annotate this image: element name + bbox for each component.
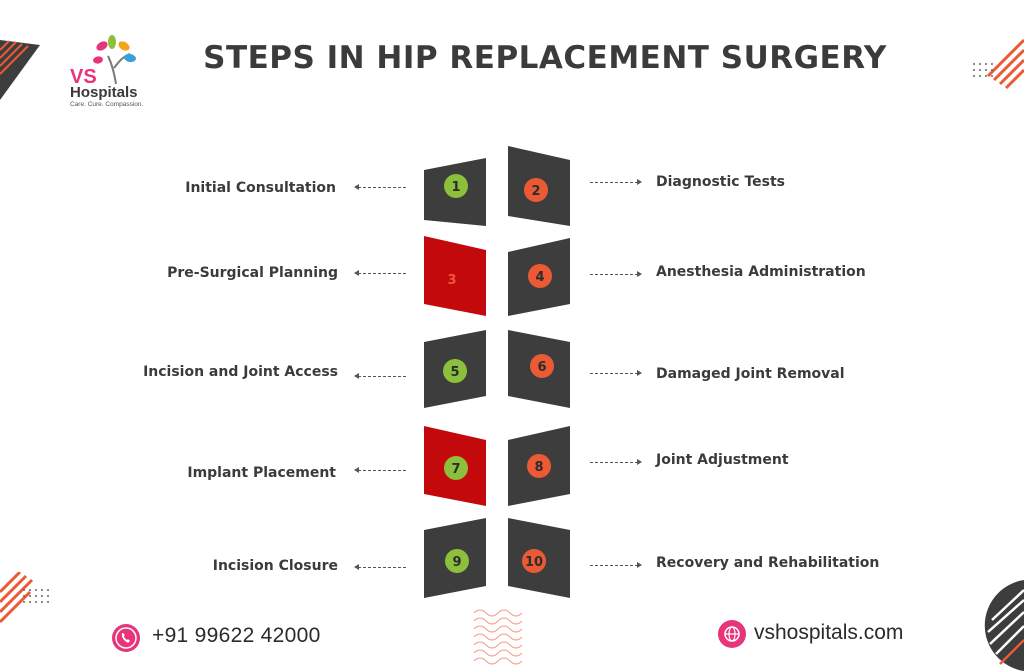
- step-marker-9: 9: [445, 549, 469, 573]
- step-label-3: Pre-Surgical Planning: [167, 265, 338, 281]
- step-marker-7: 7: [444, 456, 468, 480]
- step-label-6: Damaged Joint Removal: [656, 366, 845, 382]
- connector-10: [590, 562, 642, 568]
- step-marker-4: 4: [528, 264, 552, 288]
- phone-icon: [112, 624, 140, 652]
- step-label-5: Incision and Joint Access: [143, 364, 338, 380]
- globe-icon: [718, 620, 746, 648]
- step-number-9: 9: [452, 555, 461, 570]
- connector-1: [354, 184, 406, 190]
- step-label-10: Recovery and Rehabilitation: [656, 555, 880, 571]
- connector-4: [590, 271, 642, 277]
- logo-tagline: Care. Cure. Compassion.: [70, 101, 144, 108]
- logo-tree-icon: [93, 35, 136, 85]
- connector-2: [590, 179, 642, 185]
- step-marker-5: 5: [443, 359, 467, 383]
- step-label-2: Diagnostic Tests: [656, 174, 786, 190]
- connector-6: [590, 370, 642, 376]
- step-marker-8: 8: [527, 454, 551, 478]
- step-number-1: 1: [451, 180, 460, 195]
- step-label-7: Implant Placement: [187, 465, 336, 481]
- connector-3: [354, 270, 406, 276]
- decor-bottom-wave: [473, 609, 523, 665]
- step-number-5: 5: [450, 365, 459, 380]
- step-marker-3: 3: [440, 267, 464, 291]
- decor-top-left: [0, 40, 40, 100]
- connector-9: [354, 564, 406, 570]
- step-number-6: 6: [537, 360, 546, 375]
- decor-bottom-left: [0, 572, 49, 624]
- website-link[interactable]: vshospitals.com: [754, 621, 904, 644]
- step-marker-10: 10: [522, 549, 546, 573]
- decor-bottom-right: [984, 580, 1024, 671]
- step-number-3: 3: [447, 273, 456, 288]
- step-number-7: 7: [451, 462, 460, 477]
- step-number-8: 8: [534, 460, 543, 475]
- connector-7: [354, 467, 406, 473]
- step-number-10: 10: [525, 555, 543, 570]
- phone-number[interactable]: +91 99622 42000: [152, 624, 321, 647]
- step-marker-2: 2: [524, 178, 548, 202]
- step-label-4: Anesthesia Administration: [656, 264, 866, 280]
- logo-name: Hospitals: [70, 84, 138, 101]
- connector-5: [354, 373, 406, 379]
- page-title: STEPS IN HIP REPLACEMENT SURGERY: [203, 40, 887, 76]
- logo-mark: VS: [70, 66, 97, 88]
- decor-top-right: [973, 38, 1024, 90]
- step-marker-1: 1: [444, 174, 468, 198]
- step-number-2: 2: [531, 184, 540, 199]
- step-label-8: Joint Adjustment: [656, 452, 789, 468]
- step-label-9: Incision Closure: [212, 558, 338, 574]
- step-label-1: Initial Consultation: [185, 180, 336, 196]
- step-marker-6: 6: [530, 354, 554, 378]
- step-number-4: 4: [535, 270, 544, 285]
- connector-8: [590, 459, 642, 465]
